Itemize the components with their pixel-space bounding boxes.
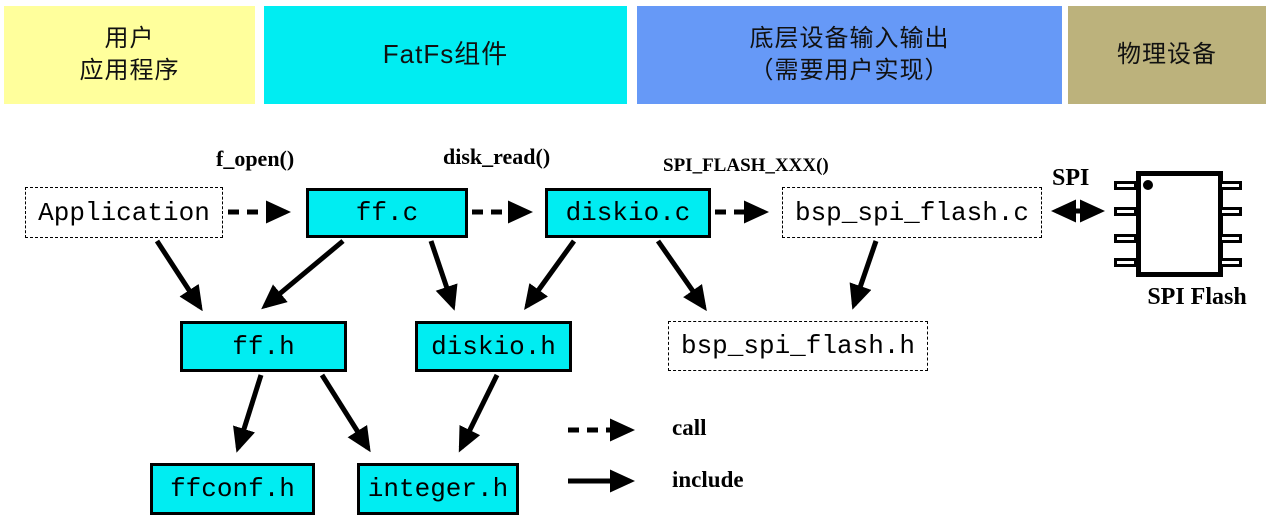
chip-pin-right-1	[1219, 181, 1242, 190]
include-arrow-diskioh-to-integerh	[458, 373, 500, 453]
header-band-fatfs-component: FatFs组件	[264, 6, 627, 104]
band-user-line2: 应用程序	[79, 57, 180, 84]
chip-pin-right-2	[1219, 207, 1242, 216]
chip-pin-right-3	[1219, 234, 1242, 243]
node-bsp-spi-flash-h: bsp_spi_flash.h	[668, 321, 928, 371]
chip-pin-right-4	[1219, 258, 1242, 267]
legend-call-label: call	[672, 415, 707, 440]
chip-pin-left-3	[1114, 234, 1137, 243]
label-spi-bus: SPI	[1052, 165, 1090, 191]
chip-pin-left-1	[1114, 181, 1137, 190]
label-spi-flash-caption: SPI Flash	[1147, 284, 1247, 310]
node-diskio-c: diskio.c	[545, 188, 711, 238]
include-arrow-ffh-to-ffconfh	[233, 374, 264, 453]
legend-include-label: include	[672, 467, 744, 492]
spi-flash-chip-icon	[1136, 171, 1223, 277]
header-band-physical-device: 物理设备	[1068, 6, 1266, 104]
band-lowlevel-line2: （需要用户实现）	[749, 57, 950, 84]
band-user-line1: 用户	[104, 24, 155, 52]
include-arrow-bspc-to-bsph	[849, 240, 879, 310]
node-application: Application	[25, 187, 223, 238]
include-arrow-ffc-to-diskioh	[428, 240, 458, 311]
chip-pin-left-2	[1114, 207, 1137, 216]
include-arrow-diskioc-to-diskioh	[524, 239, 577, 311]
header-band-lowlevel-io: 底层设备输入输出 （需要用户实现）	[637, 6, 1062, 104]
include-arrow-ffc-to-ffh	[261, 239, 345, 310]
band-lowlevel-line1: 底层设备输入输出	[749, 24, 950, 52]
node-ffconf-h: ffconf.h	[150, 463, 315, 515]
label-spi-flash-xxx: SPI_FLASH_XXX()	[663, 155, 829, 176]
include-arrow-ffh-to-integerh	[319, 373, 371, 453]
include-arrow-application-to-ffh	[154, 239, 203, 312]
node-bsp-spi-flash-c: bsp_spi_flash.c	[782, 187, 1042, 238]
chip-pin-left-4	[1114, 258, 1137, 267]
chip-pin1-dot	[1143, 180, 1153, 190]
label-f-open: f_open()	[216, 146, 295, 171]
include-arrow-diskioc-to-bsph	[655, 239, 707, 312]
header-band-user-application: 用户 应用程序	[4, 6, 255, 104]
node-integer-h: integer.h	[357, 463, 519, 515]
band-physical-line1: 物理设备	[1117, 40, 1217, 68]
band-fatfs-line1: FatFs组件	[382, 39, 509, 70]
label-disk-read: disk_read()	[443, 144, 551, 169]
node-ff-c: ff.c	[306, 188, 468, 238]
node-diskio-h: diskio.h	[415, 321, 572, 372]
node-ff-h: ff.h	[180, 321, 347, 372]
